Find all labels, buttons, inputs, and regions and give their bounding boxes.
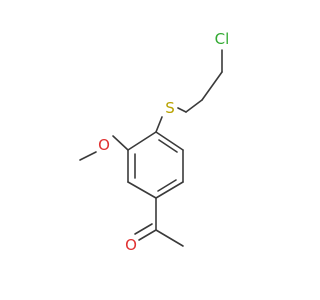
bond-carbonyl-o-a	[138, 229, 157, 241]
bond-o-ch3-methoxy	[79, 151, 97, 161]
bond-c3-s	[177, 107, 187, 113]
bond-ring-double-1	[158, 139, 178, 153]
bond-carbonyl-o-b	[134, 223, 153, 235]
atom-label-s: S	[165, 99, 175, 117]
atom-label-o-methoxy: O	[98, 136, 110, 154]
bond-carbonyl-ch3	[155, 229, 184, 247]
bond-c2-c3	[185, 99, 203, 113]
atom-label-cl: Cl	[215, 30, 230, 48]
bond-ring-3	[155, 181, 184, 199]
bond-c1-c2	[201, 71, 223, 101]
bond-ring-o-methoxy	[112, 135, 129, 151]
molecule-structure-diagram: Cl S O O	[79, 30, 230, 254]
atom-label-o-carbonyl: O	[125, 236, 137, 254]
bond-ring-1	[155, 131, 184, 151]
bond-ring-4	[127, 181, 157, 199]
bond-ring-double-2	[157, 179, 177, 192]
bond-ring-6	[127, 131, 157, 151]
bond-s-ring	[155, 116, 163, 133]
